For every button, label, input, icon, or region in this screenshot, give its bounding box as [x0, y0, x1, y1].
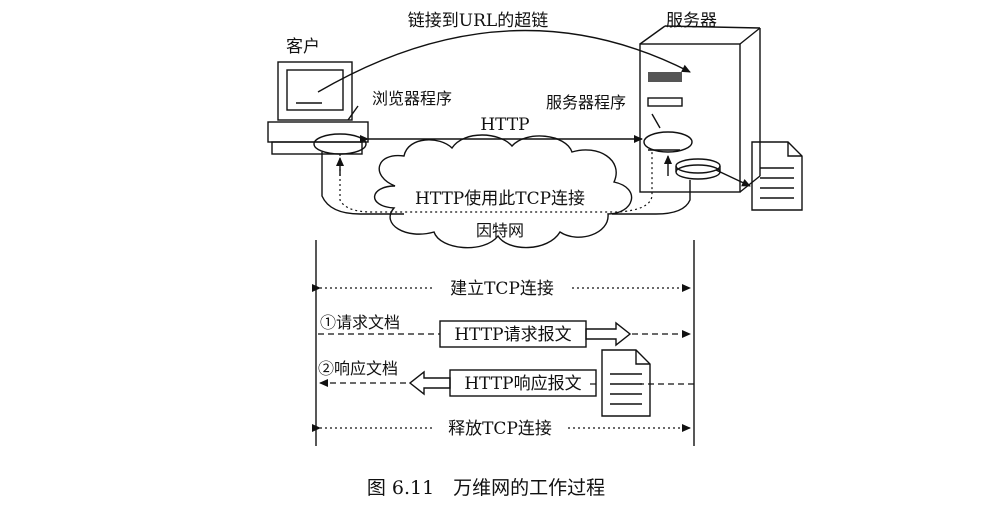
hyperlink-arrow: [317, 29, 691, 93]
server-document-icon: [751, 141, 803, 211]
client-computer-icon: [267, 61, 369, 155]
internet-label: 因特网: [476, 221, 524, 240]
request-doc-label: ①请求文档: [320, 313, 400, 332]
server-program-node: [643, 131, 693, 153]
establish-tcp-label: 建立TCP连接: [450, 279, 554, 299]
release-tcp-label: 释放TCP连接: [448, 419, 552, 439]
internet-cloud: [373, 134, 633, 249]
tcp-dotted-path: [339, 152, 653, 213]
server-program-label: 服务器程序: [546, 93, 626, 112]
disk-icon: [675, 158, 721, 180]
request-hollow-arrow: [585, 321, 632, 347]
http-request-label: HTTP请求报文: [454, 325, 571, 345]
server-tower-icon: [639, 25, 761, 193]
http-response-label: HTTP响应报文: [464, 374, 581, 394]
client-label: 客户: [286, 37, 320, 57]
tcp-use-label: HTTP使用此TCP连接: [415, 188, 585, 209]
browser-program-node: [313, 133, 367, 155]
figure-caption: 图 6.11 万维网的工作过程: [367, 477, 605, 499]
http-label: HTTP: [480, 115, 529, 135]
response-hollow-arrow: [408, 370, 451, 396]
hyperlink-label: 链接到URL的超链: [408, 11, 548, 31]
response-doc-label: ②响应文档: [318, 359, 398, 378]
response-document-icon: [601, 349, 651, 417]
server-label: 服务器: [666, 11, 717, 31]
browser-program-label: 浏览器程序: [372, 89, 452, 108]
